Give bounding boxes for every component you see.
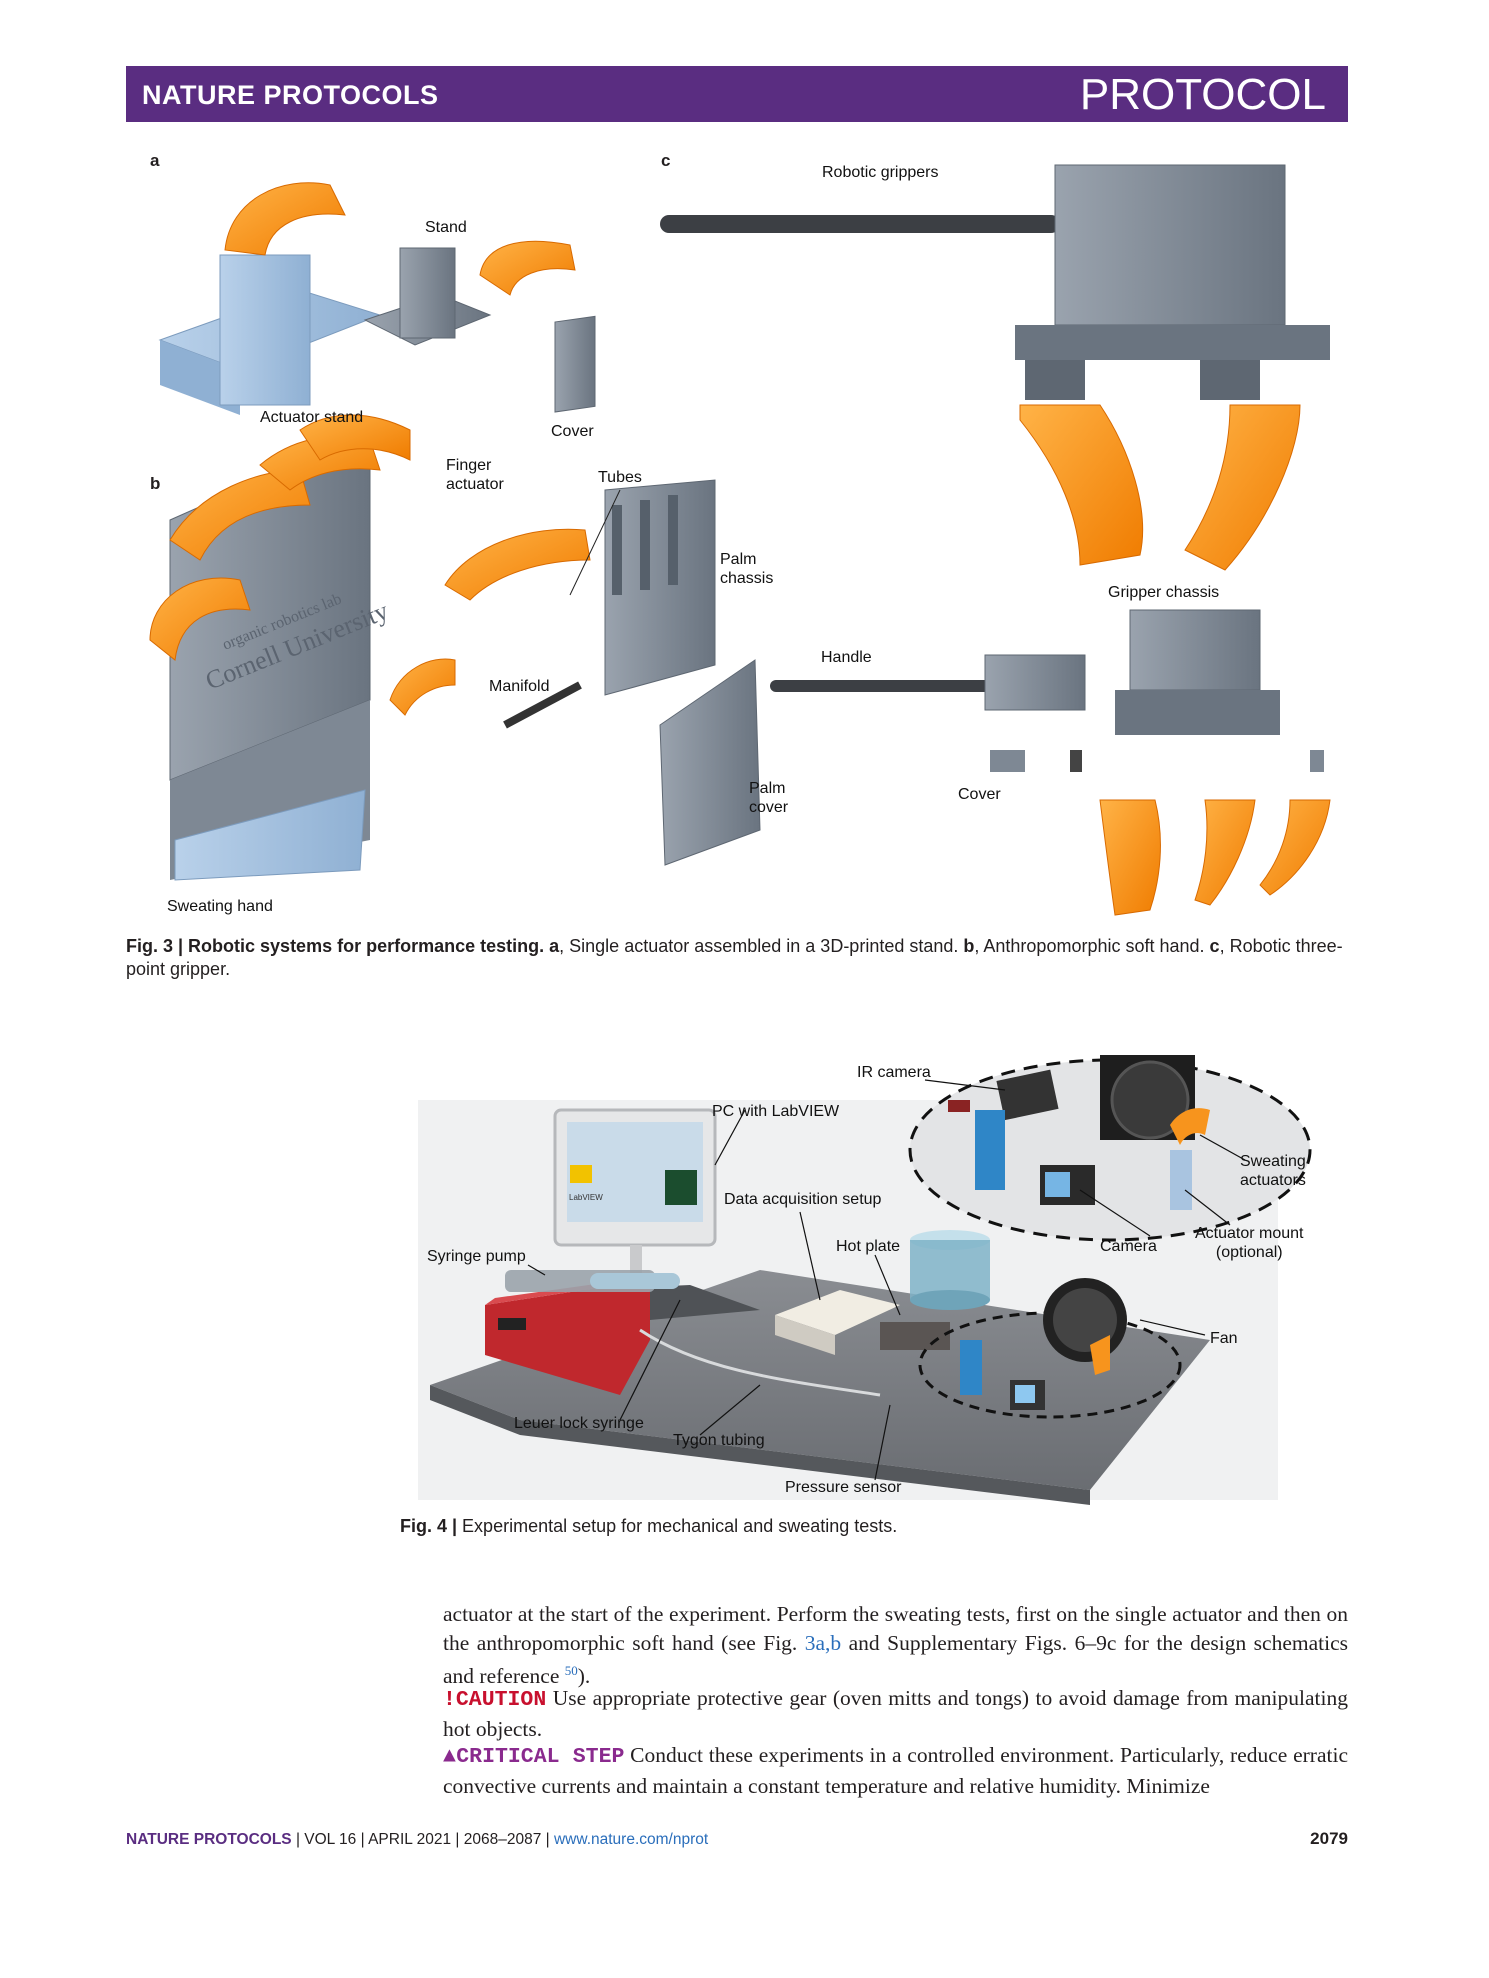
critical-step-text: Conduct these experiments in a controlle… xyxy=(443,1743,1348,1798)
footer-pages: 2068–2087 xyxy=(463,1831,542,1848)
label-palm-chassis: Palm chassis xyxy=(720,551,774,587)
fig3-caption-c: c xyxy=(1209,936,1220,956)
label-ir-camera: IR camera xyxy=(857,1064,931,1081)
fig4-leaders xyxy=(527,1079,1246,1481)
palm-chassis-drawing xyxy=(604,479,716,696)
label-tygon-tubing: Tygon tubing xyxy=(673,1432,765,1449)
fig3-caption-b: b xyxy=(963,936,975,956)
fig3-caption-a: a xyxy=(549,936,560,956)
actuator-stand-drawing xyxy=(158,182,382,415)
fig3-caption-b-text: , Anthropomorphic soft hand. xyxy=(974,936,1210,956)
fig-reference-link[interactable]: 3a,b xyxy=(804,1630,842,1655)
label-cover-c: Cover xyxy=(958,786,1001,803)
label-actuator-stand: Actuator stand xyxy=(260,409,364,426)
tubes-leader xyxy=(569,489,621,596)
footer-volume: VOL 16 xyxy=(304,1831,357,1848)
fig4-illustration: LabVIEW xyxy=(418,1055,1312,1505)
gripper-exploded-drawing xyxy=(770,609,1331,916)
journal-name: NATURE PROTOCOLS xyxy=(142,80,439,110)
body-p1-a: actuator at the start of the experiment.… xyxy=(443,1602,1348,1655)
label-actuator-mount: Actuator mount (optional) xyxy=(1195,1225,1304,1261)
sweating-hand-drawing: Cornell University organic robotics lab xyxy=(149,414,411,881)
label-pc-labview: PC with LabVIEW xyxy=(712,1103,840,1120)
caution-paragraph: !CAUTION Use appropriate protective gear… xyxy=(443,1684,1348,1743)
labview-screen-logo: LabVIEW xyxy=(569,1193,603,1202)
gripper-drawing xyxy=(660,164,1330,571)
fig3-illustration: Cornell University organic robotics lab xyxy=(149,164,1331,916)
fig3-caption-a-text: , Single actuator assembled in a 3D-prin… xyxy=(559,936,964,956)
fig3-caption: Fig. 3 | Robotic systems for performance… xyxy=(126,935,1348,981)
label-leuer-lock-syringe: Leuer lock syringe xyxy=(514,1415,644,1432)
body-paragraph: actuator at the start of the experiment.… xyxy=(443,1600,1348,1691)
label-palm-cover: Palm cover xyxy=(749,780,789,816)
fig3-panel-b-letter: b xyxy=(150,474,161,493)
label-handle: Handle xyxy=(821,649,872,666)
finger-actuator-drawing xyxy=(389,528,591,716)
footer-url-link[interactable]: www.nature.com/nprot xyxy=(553,1831,709,1848)
body-p1-b: and Supplementary Figs. 6–9c for the des… xyxy=(443,1630,1349,1689)
lower-setup xyxy=(918,1278,1182,1419)
article-type: PROTOCOL xyxy=(1079,70,1326,119)
caution-label: !CAUTION xyxy=(443,1688,547,1712)
palm-cover-drawing xyxy=(659,659,761,866)
footer-date: APRIL 2021 xyxy=(368,1831,452,1848)
footer: NATURE PROTOCOLS | VOL 16 | APRIL 2021 |… xyxy=(126,1831,709,1848)
critical-step-label: ▲CRITICAL STEP xyxy=(443,1745,625,1769)
label-stand: Stand xyxy=(425,219,467,236)
fig4-caption-text: Experimental setup for mechanical and sw… xyxy=(457,1516,898,1536)
label-sweating-hand: Sweating hand xyxy=(167,898,273,915)
label-fan: Fan xyxy=(1210,1330,1238,1347)
critical-step-paragraph: ▲CRITICAL STEP Conduct these experiments… xyxy=(443,1741,1348,1800)
label-pressure-sensor: Pressure sensor xyxy=(785,1479,902,1496)
fig3-caption-label: Fig. 3 | Robotic systems for performance… xyxy=(126,936,545,956)
fig4-caption: Fig. 4 | Experimental setup for mechanic… xyxy=(400,1515,897,1538)
fig4-caption-label: Fig. 4 | xyxy=(400,1516,458,1536)
label-manifold: Manifold xyxy=(489,678,550,695)
fig3-panel-a-letter: a xyxy=(150,151,160,170)
stand-exploded-drawing xyxy=(363,240,596,413)
body-p1-c: ). xyxy=(577,1664,591,1689)
hot-plate xyxy=(775,1230,990,1355)
fig3-panel-c-letter: c xyxy=(661,151,671,170)
syringe-pump xyxy=(485,1270,680,1395)
label-finger-actuator: Finger actuator xyxy=(446,457,504,493)
citation-link[interactable]: 50 xyxy=(564,1663,578,1678)
footer-journal: NATURE PROTOCOLS xyxy=(126,1831,292,1848)
label-data-acquisition: Data acquisition setup xyxy=(724,1191,882,1208)
label-hot-plate: Hot plate xyxy=(836,1238,901,1255)
label-cover-a: Cover xyxy=(551,423,594,440)
label-gripper-chassis: Gripper chassis xyxy=(1108,584,1220,601)
inset-zoom xyxy=(908,1055,1312,1242)
tygon-tubing xyxy=(639,1328,881,1397)
label-syringe-pump: Syringe pump xyxy=(427,1248,526,1265)
caution-text: Use appropriate protective gear (oven mi… xyxy=(443,1686,1348,1741)
label-camera: Camera xyxy=(1100,1238,1157,1255)
fig3-caption-c-text: , Robotic three-point gripper. xyxy=(126,936,1343,979)
page-number: 2079 xyxy=(1310,1829,1348,1848)
label-tubes: Tubes xyxy=(598,469,642,486)
label-robotic-grippers: Robotic grippers xyxy=(822,164,939,181)
header-banner: NATURE PROTOCOLS PROTOCOL xyxy=(126,66,1348,122)
label-sweating-actuators: Sweating actuators xyxy=(1240,1153,1306,1189)
manifold-drawing xyxy=(503,681,582,729)
